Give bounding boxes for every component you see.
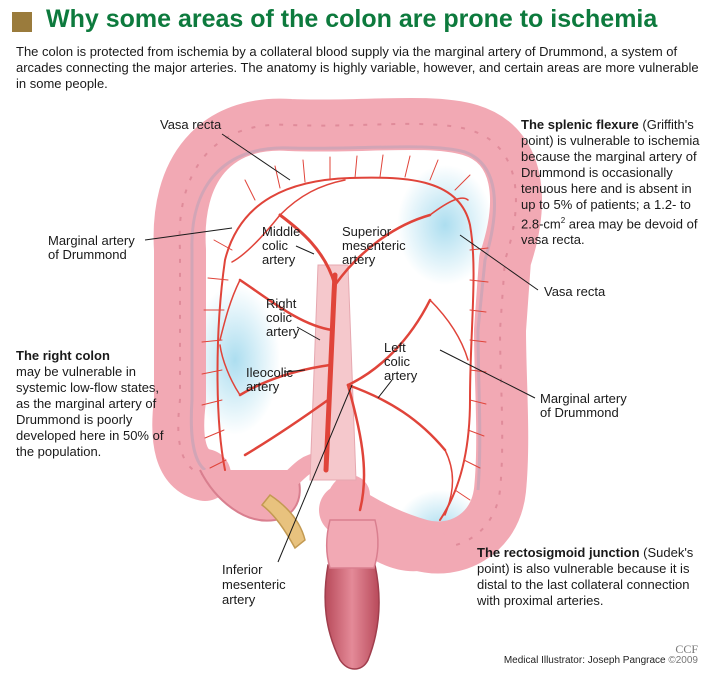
label-inferior-mesenteric-1: Inferior <box>222 562 263 577</box>
note-rectosigmoid-text: (Sudek's point) is also vulnerable becau… <box>477 545 694 608</box>
note-splenic-flexure-tail: area may be devoid of vasa recta. <box>521 216 698 248</box>
copyright: ©2009 <box>668 655 698 666</box>
appendix <box>260 493 306 550</box>
colon-inner-band <box>189 145 496 491</box>
intro-text: The colon is protected from ischemia by … <box>16 44 699 91</box>
label-middle-colic-1: Middle <box>262 224 301 239</box>
rectum-top <box>325 519 379 569</box>
note-right-colon-text: may be vulnerable in systemic low-flow s… <box>16 364 164 459</box>
label-right-colic-2: colic <box>266 310 293 325</box>
label-marginal-artery-right-1: Marginal artery <box>540 391 627 406</box>
note-right-colon-heading: The right colon <box>16 348 110 363</box>
ccf-logo: CCF <box>675 642 698 656</box>
label-middle-colic-2: colic <box>262 238 289 253</box>
leader-lines <box>144 133 539 563</box>
note-splenic-flexure-sup: 2 <box>560 216 566 225</box>
label-superior-mesenteric-3: artery <box>342 252 376 267</box>
label-inferior-mesenteric-3: artery <box>222 592 256 607</box>
label-marginal-artery-left-1: Marginal artery <box>48 233 135 248</box>
label-marginal-artery-left-2: of Drummond <box>48 247 127 262</box>
illustrator-credit: Medical Illustrator: Joseph Pangrace ©20… <box>504 655 698 666</box>
label-middle-colic-3: artery <box>262 252 296 267</box>
label-superior-mesenteric-1: Superior <box>342 224 392 239</box>
arteries <box>216 176 475 521</box>
label-right-colic-3: artery <box>266 324 300 339</box>
right-colon-glow <box>190 285 280 435</box>
label-right-colic-1: Right <box>266 296 297 311</box>
note-splenic-flexure-heading: The splenic flexure <box>521 117 639 132</box>
note-splenic-flexure-text: (Griffith's point) is vulnerable to isch… <box>521 117 700 232</box>
colon-edge <box>177 122 517 549</box>
label-inferior-mesenteric-2: mesenteric <box>222 577 286 592</box>
splenic-flexure-glow <box>397 165 493 285</box>
label-left-colic-3: artery <box>384 368 418 383</box>
label-ileocolic-2: artery <box>246 379 280 394</box>
label-superior-mesenteric-2: mesenteric <box>342 238 406 253</box>
label-vasa-recta-right: Vasa recta <box>544 284 606 299</box>
note-splenic-flexure: The splenic flexure (Griffith's point) i… <box>521 117 706 248</box>
label-ileocolic-1: Ileocolic <box>246 365 293 380</box>
vasa-recta <box>201 154 489 501</box>
credit-name: Medical Illustrator: Joseph Pangrace <box>503 655 666 666</box>
title-square <box>12 12 32 32</box>
label-left-colic-1: Left <box>384 340 406 355</box>
note-rectosigmoid: The rectosigmoid junction (Sudek's point… <box>477 545 709 609</box>
label-marginal-artery-right-2: of Drummond <box>540 405 619 420</box>
note-rectosigmoid-heading: The rectosigmoid junction <box>477 545 640 560</box>
label-vasa-recta-top: Vasa recta <box>160 117 222 132</box>
aorta <box>309 264 357 481</box>
rectum <box>324 564 380 670</box>
page-title: Why some areas of the colon are prone to… <box>46 5 658 33</box>
label-left-colic-2: colic <box>384 354 411 369</box>
